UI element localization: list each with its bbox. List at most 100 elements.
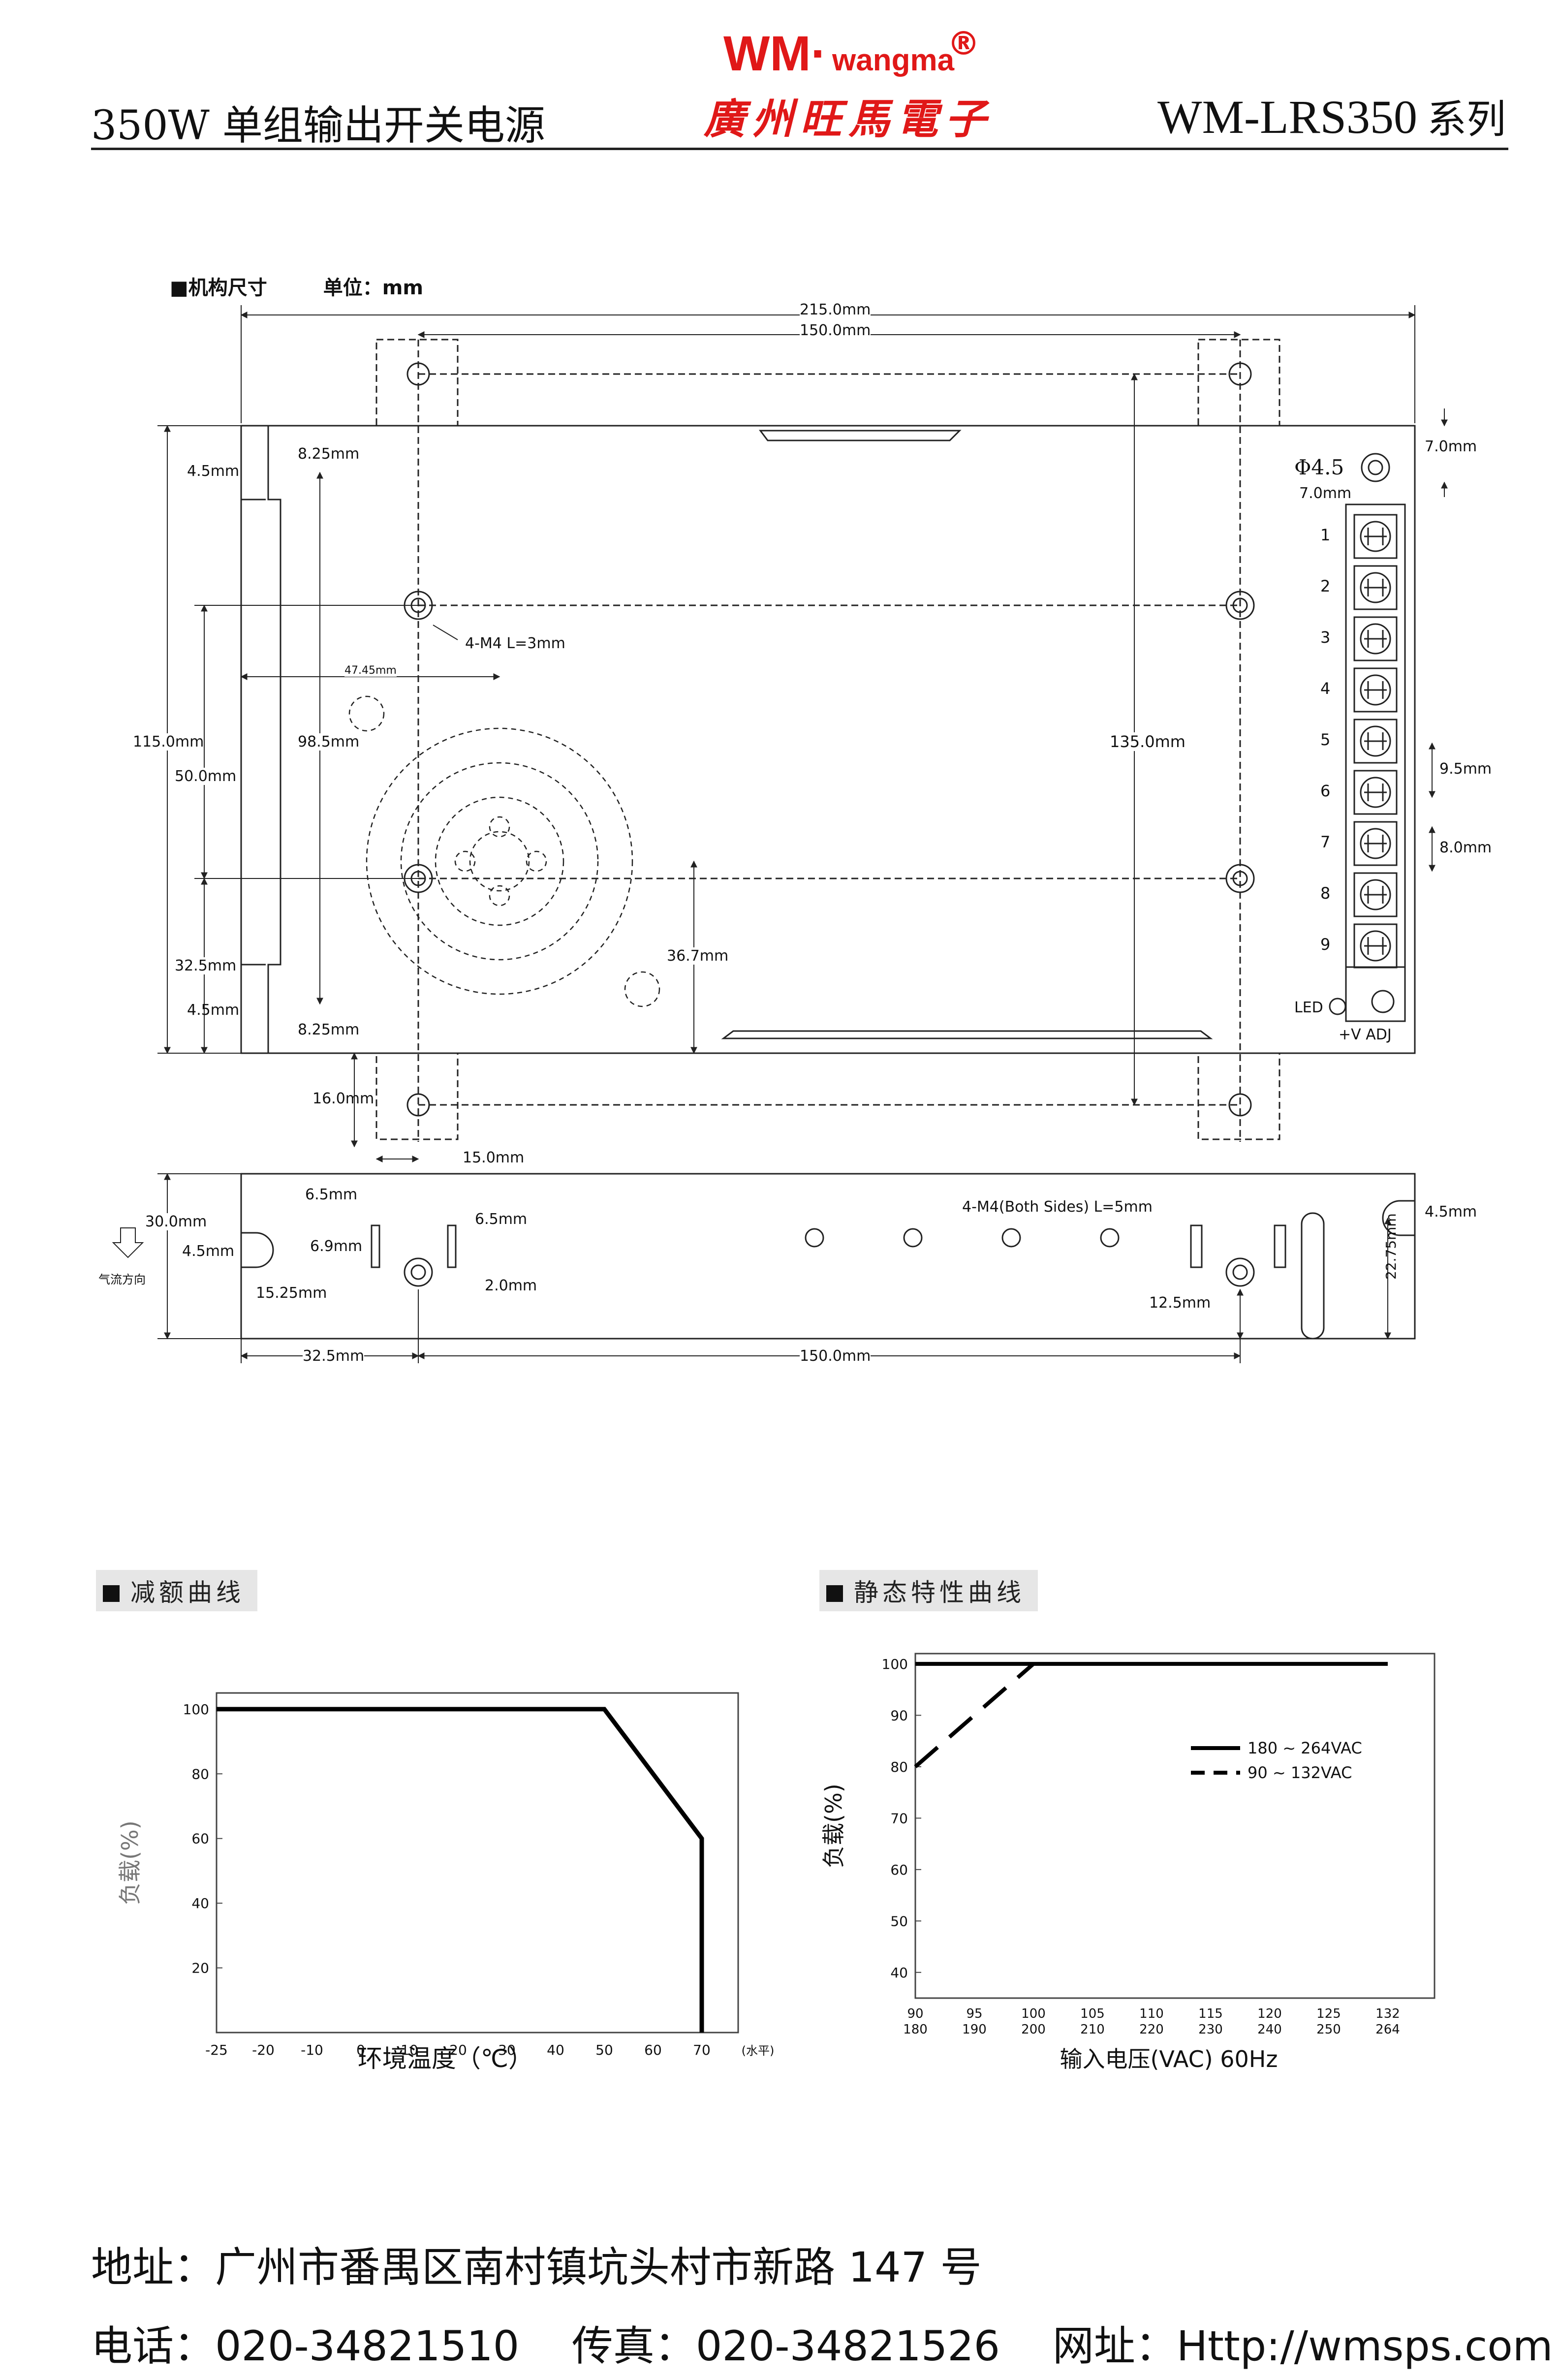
- dim-4-5-bottom: 4.5mm: [187, 1002, 240, 1019]
- x-tick-label: -25: [205, 2042, 228, 2058]
- derating-xlabel: 环境温度（℃）: [358, 2044, 533, 2073]
- derating-badge: 减额曲线: [96, 1570, 257, 1611]
- terminal-cell: [1353, 923, 1398, 969]
- x-unit-label: (水平): [742, 2044, 775, 2058]
- static-series-line: [914, 1662, 1035, 1768]
- y-tick-label: 60: [890, 1862, 908, 1878]
- web-link[interactable]: Http://wmsps.com: [1176, 2322, 1553, 2370]
- x-tick-top-label: 100: [1021, 2006, 1046, 2021]
- static-badge-text: 静态特性曲线: [854, 1578, 1025, 1607]
- legend-label: 90 ~ 132VAC: [1248, 1763, 1352, 1782]
- phone-label: 电话：: [91, 2322, 216, 2370]
- x-tick-top-label: 132: [1375, 2006, 1400, 2021]
- logo-sub-text: wangma: [832, 43, 955, 77]
- airflow-label: 气流方向: [98, 1273, 146, 1286]
- led-label: LED: [1294, 999, 1323, 1016]
- mount-ear-bl: [375, 1052, 459, 1140]
- terminal-screw-icon: [1360, 930, 1391, 962]
- derating-plot-frame: [216, 1692, 739, 2034]
- model-suffix: 系列: [1427, 98, 1506, 142]
- dim-30: 30.0mm: [145, 1213, 207, 1230]
- derating-series-line: [217, 1707, 704, 2033]
- x-tick-bottom-label: 180: [903, 2022, 928, 2037]
- terminal-cell: [1353, 719, 1398, 764]
- x-tick-top-label: 95: [966, 2006, 982, 2021]
- header-divider: [91, 148, 1508, 150]
- dim-8: 8.0mm: [1439, 839, 1492, 856]
- dim-8-25-bottom: 8.25mm: [298, 1021, 360, 1038]
- x-tick-bottom-label: 230: [1198, 2022, 1223, 2037]
- dim-36-7: 36.7mm: [667, 947, 729, 965]
- terminal-cell: [1353, 770, 1398, 815]
- x-tick-bottom-label: 200: [1021, 2022, 1046, 2037]
- dim-215: 215.0mm: [800, 301, 871, 318]
- terminal-number: 6: [1320, 782, 1331, 800]
- terminal-cell: [1353, 667, 1398, 713]
- dim-32-5: 32.5mm: [175, 957, 237, 974]
- logo-wm-text: WM·: [723, 26, 827, 81]
- derating-badge-text: 减额曲线: [130, 1578, 245, 1607]
- terminal-cell: [1353, 514, 1398, 559]
- terminal-number: 8: [1320, 884, 1331, 903]
- side-view-body: [240, 1173, 1416, 1340]
- terminal-screw-icon: [1360, 572, 1391, 603]
- x-tick-top-label: 105: [1080, 2006, 1105, 2021]
- x-tick-bottom-label: 250: [1316, 2022, 1341, 2037]
- fax-number: 020-34821526: [695, 2322, 1000, 2370]
- dim-6-5-b: 6.5mm: [475, 1211, 528, 1228]
- footer-address: 地址：广州市番禺区南村镇坑头村市新路 147 号: [91, 2243, 982, 2291]
- x-tick-label: 0: [356, 2042, 365, 2058]
- x-tick-top-label: 110: [1139, 2006, 1164, 2021]
- y-tick-label: 60: [191, 1831, 209, 1847]
- dim-32-5-side: 32.5mm: [303, 1347, 365, 1365]
- adj-label: +V ADJ: [1339, 1026, 1392, 1043]
- x-tick-label: -20: [252, 2042, 275, 2058]
- dim-15: 15.0mm: [463, 1149, 525, 1166]
- x-tick-top-label: 120: [1257, 2006, 1282, 2021]
- terminal-screw-icon: [1360, 777, 1391, 808]
- x-tick-label: 10: [401, 2042, 418, 2058]
- terminal-number: 3: [1320, 628, 1331, 647]
- dim-6-5-a: 6.5mm: [305, 1186, 358, 1203]
- dim-7-right: 7.0mm: [1425, 438, 1477, 455]
- mount-ear-br: [1197, 1052, 1280, 1140]
- terminal-number: 1: [1320, 526, 1331, 544]
- dim-12-5: 12.5mm: [1149, 1294, 1211, 1312]
- dim-150: 150.0mm: [800, 322, 871, 339]
- airflow-arrow-icon: [112, 1227, 144, 1258]
- model-name: WM-LRS350: [1157, 91, 1417, 143]
- dim-135: 135.0mm: [1110, 732, 1186, 751]
- web-label: 网址：: [1052, 2322, 1177, 2370]
- y-tick-label: 90: [890, 1707, 908, 1723]
- x-tick-top-label: 90: [907, 2006, 923, 2021]
- x-tick-label: 60: [644, 2042, 662, 2058]
- screw-note-top: 4-M4 L=3mm: [465, 635, 565, 652]
- dim-2: 2.0mm: [485, 1277, 537, 1294]
- terminal-screw-icon: [1360, 674, 1391, 706]
- y-tick-label: 70: [890, 1810, 908, 1826]
- mechanical-drawing: [112, 305, 1448, 1363]
- x-tick-label: 70: [693, 2042, 711, 2058]
- dim-47-45: 47.45mm: [344, 664, 397, 677]
- terminal-cell: [1353, 565, 1398, 610]
- y-tick-label: 20: [191, 1960, 209, 1976]
- static-plot-frame: [914, 1653, 1435, 1999]
- terminal-screw-icon: [1360, 623, 1391, 655]
- x-tick-bottom-label: 220: [1139, 2022, 1164, 2037]
- dim-6-9: 6.9mm: [310, 1238, 363, 1255]
- mechanical-title-text: ■机构尺寸: [170, 277, 267, 299]
- terminal-screw-icon: [1360, 521, 1391, 552]
- terminal-screw-icon: [1360, 828, 1391, 859]
- mount-ear-tr: [1197, 339, 1280, 427]
- header-left-title: 350W 单组输出开关电源: [91, 102, 545, 149]
- mount-ear-tl: [375, 339, 459, 427]
- x-tick-bottom-label: 264: [1375, 2022, 1400, 2037]
- legend-label: 180 ~ 264VAC: [1248, 1739, 1362, 1757]
- brand-logo: WM·wangma: [723, 26, 954, 82]
- y-tick-label: 100: [882, 1656, 908, 1672]
- dim-98-5: 98.5mm: [298, 733, 360, 751]
- y-tick-label: 80: [191, 1766, 209, 1782]
- fax-label: 传真：: [571, 2322, 696, 2370]
